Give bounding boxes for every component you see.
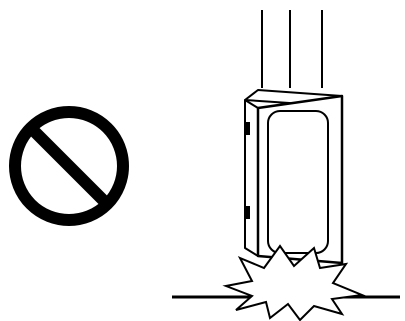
device-tab-lower [246, 206, 250, 219]
prohibition-slash [31, 128, 107, 204]
device-tab-upper [246, 122, 250, 135]
prohibition-icon [15, 112, 123, 220]
device-icon [245, 90, 342, 263]
motion-lines [262, 10, 322, 88]
device-panel [268, 111, 328, 253]
